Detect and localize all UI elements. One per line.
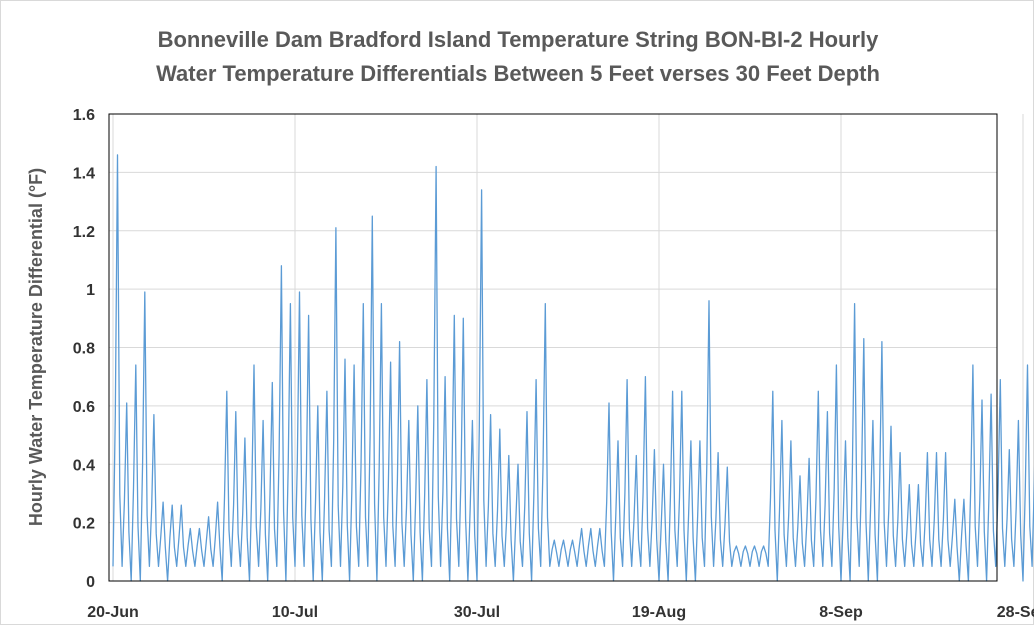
plot-area-border — [108, 113, 998, 582]
y-tick-label: 1.6 — [73, 107, 95, 124]
series-line-0 — [112, 154, 1034, 582]
x-tick-label: 30-Jul — [454, 604, 500, 621]
y-tick-label: 0.2 — [73, 516, 95, 533]
x-tick-label: 28-Sep — [997, 604, 1034, 621]
y-tick-label: 0.6 — [73, 399, 95, 416]
y-tick-label: 1.4 — [73, 165, 95, 182]
x-tick-labels: 20-Jun10-Jul30-Jul19-Aug8-Sep28-Sep18-Oc… — [87, 604, 1034, 621]
y-tick-label: 0.4 — [73, 457, 95, 474]
y-axis-title: Hourly Water Temperature Differential (°… — [26, 168, 46, 526]
x-tick-label: 20-Jun — [87, 604, 139, 621]
grid-lines — [109, 113, 1024, 582]
x-tick-label: 8-Sep — [819, 604, 863, 621]
chart-title: Bonneville Dam Bradford Island Temperatu… — [1, 23, 1034, 91]
y-tick-labels: 0 0.2 0.4 0.6 0.8 1 1.2 1.4 1.6 — [73, 107, 95, 591]
series-layer — [112, 154, 1034, 582]
x-tick-label: 10-Jul — [272, 604, 318, 621]
x-tick-label: 19-Aug — [632, 604, 686, 621]
y-tick-label: 0 — [86, 574, 95, 591]
chart-title-line-2: Water Temperature Differentials Between … — [156, 61, 880, 86]
y-tick-label: 0.8 — [73, 341, 95, 358]
y-tick-label: 1.2 — [73, 224, 95, 241]
y-tick-label: 1 — [86, 282, 95, 299]
chart-title-line-1: Bonneville Dam Bradford Island Temperatu… — [157, 27, 879, 52]
